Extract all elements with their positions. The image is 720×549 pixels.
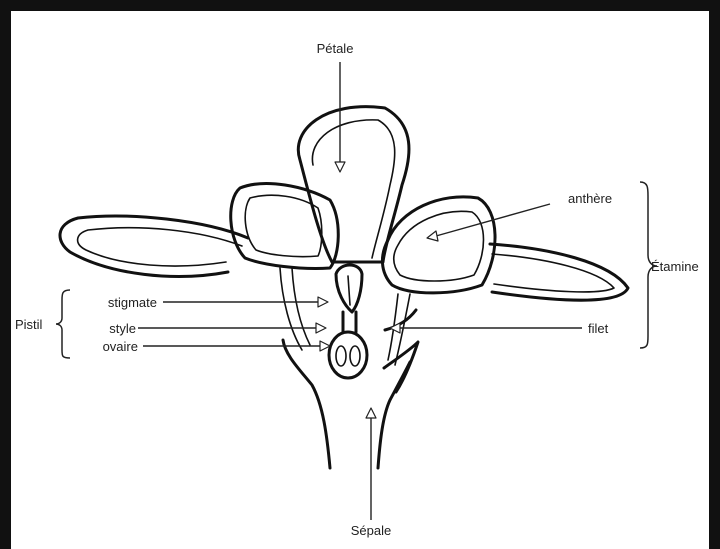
central-petal: [298, 107, 409, 262]
left-petal: [60, 216, 248, 276]
label-anthere: anthère: [568, 191, 612, 206]
left-anther: [231, 184, 339, 269]
right-anther: [382, 197, 495, 293]
right-petal: [490, 244, 628, 300]
label-stigmate: stigmate: [108, 295, 157, 310]
label-style: style: [109, 321, 136, 336]
pistil-shape: [329, 265, 367, 378]
label-etamine: Étamine: [651, 259, 699, 274]
label-pistil: Pistil: [15, 317, 43, 332]
label-sepale: Sépale: [351, 523, 391, 538]
label-ovaire: ovaire: [103, 339, 138, 354]
pistil-brace: [56, 290, 70, 358]
label-filet: filet: [588, 321, 609, 336]
label-petale: Pétale: [317, 41, 354, 56]
